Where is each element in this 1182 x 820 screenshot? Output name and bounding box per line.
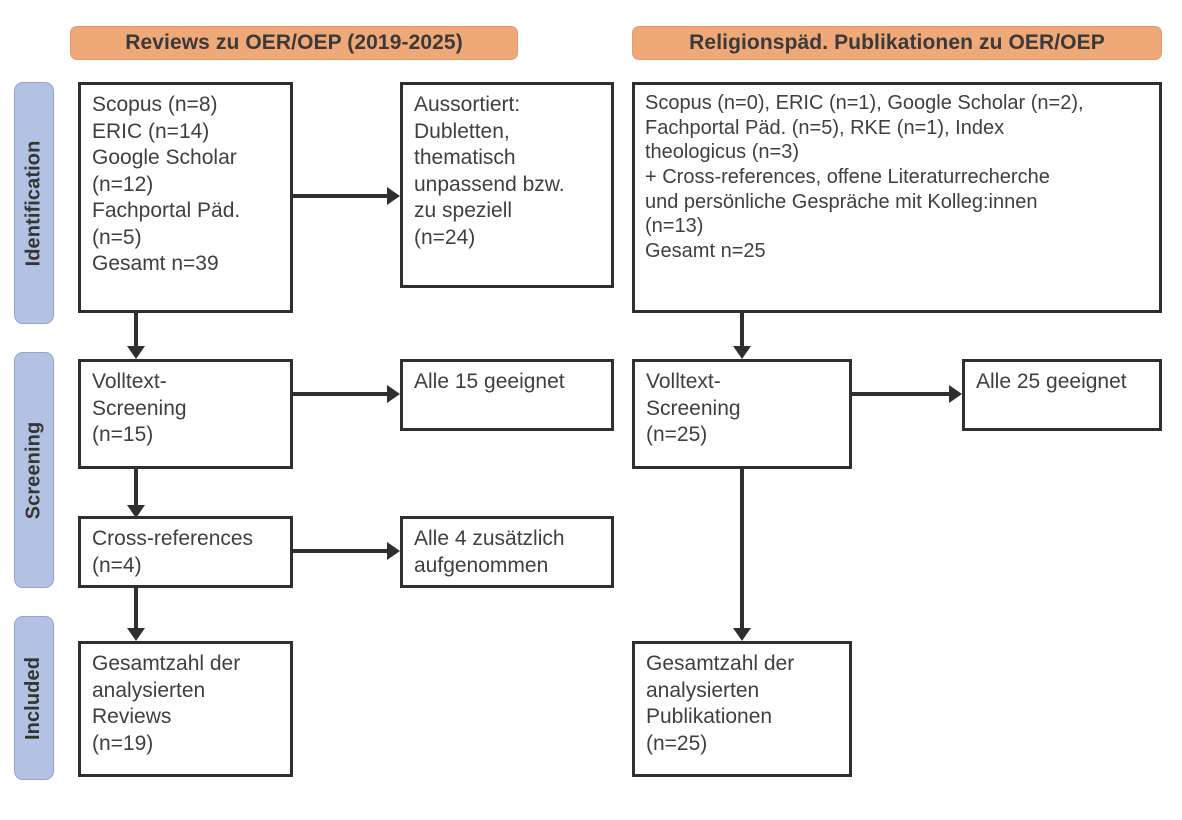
column-header-right: Religionspäd. Publikationen zu OER/OEP [632,26,1162,60]
connector-left-fulltext-to-crossrefs [134,469,138,509]
connector-left-fulltext-to-result [293,392,387,396]
phase-label-identification: Identification [22,140,45,266]
node-right-fulltext-result: Alle 25 geeignet [962,359,1162,431]
phase-bar-screening: Screening [14,352,54,588]
node-left-included: Gesamtzahl der analysierten Reviews (n=1… [78,641,293,777]
connector-left-sources-to-fulltext [134,313,138,350]
connector-left-crossrefs-to-result [293,549,387,553]
connector-right-fulltext-to-result [852,392,949,396]
phase-bar-identification: Identification [14,82,54,324]
node-left-sources: Scopus (n=8) ERIC (n=14) Google Scholar … [78,82,293,313]
arrowhead-right-fulltext-to-result [949,385,962,403]
arrowhead-right-sources-to-fulltext [733,346,751,359]
arrowhead-left-fulltext-to-result [387,385,400,403]
node-left-fulltext-result: Alle 15 geeignet [400,359,614,431]
arrowhead-right-fulltext-to-included [733,628,751,641]
arrowhead-left-crossrefs-to-included [127,628,145,641]
phase-label-screening: Screening [22,421,45,519]
node-right-fulltext-screening: Volltext- Screening (n=25) [632,359,852,469]
column-header-left: Reviews zu OER/OEP (2019-2025) [70,26,518,60]
node-left-crossrefs: Cross-references (n=4) [78,516,293,588]
arrowhead-left-crossrefs-to-result [387,542,400,560]
arrowhead-left-sources-to-fulltext [127,346,145,359]
node-right-sources: Scopus (n=0), ERIC (n=1), Google Scholar… [632,82,1162,313]
node-left-fulltext-screening: Volltext- Screening (n=15) [78,359,293,469]
node-left-crossrefs-result: Alle 4 zusätzlich aufgenommen [400,516,614,588]
connector-left-crossrefs-to-included [134,588,138,631]
phase-label-included: Included [22,656,45,740]
connector-right-sources-to-fulltext [740,313,744,350]
arrowhead-left-sources-to-excluded [387,187,400,205]
connector-right-fulltext-to-included [740,469,744,633]
node-left-excluded: Aussortiert: Dubletten, thematisch unpas… [400,82,614,288]
node-right-included: Gesamtzahl der analysierten Publikatione… [632,641,852,777]
phase-bar-included: Included [14,616,54,780]
connector-left-sources-to-excluded [293,194,387,198]
arrowhead-left-fulltext-to-crossrefs [127,505,145,518]
